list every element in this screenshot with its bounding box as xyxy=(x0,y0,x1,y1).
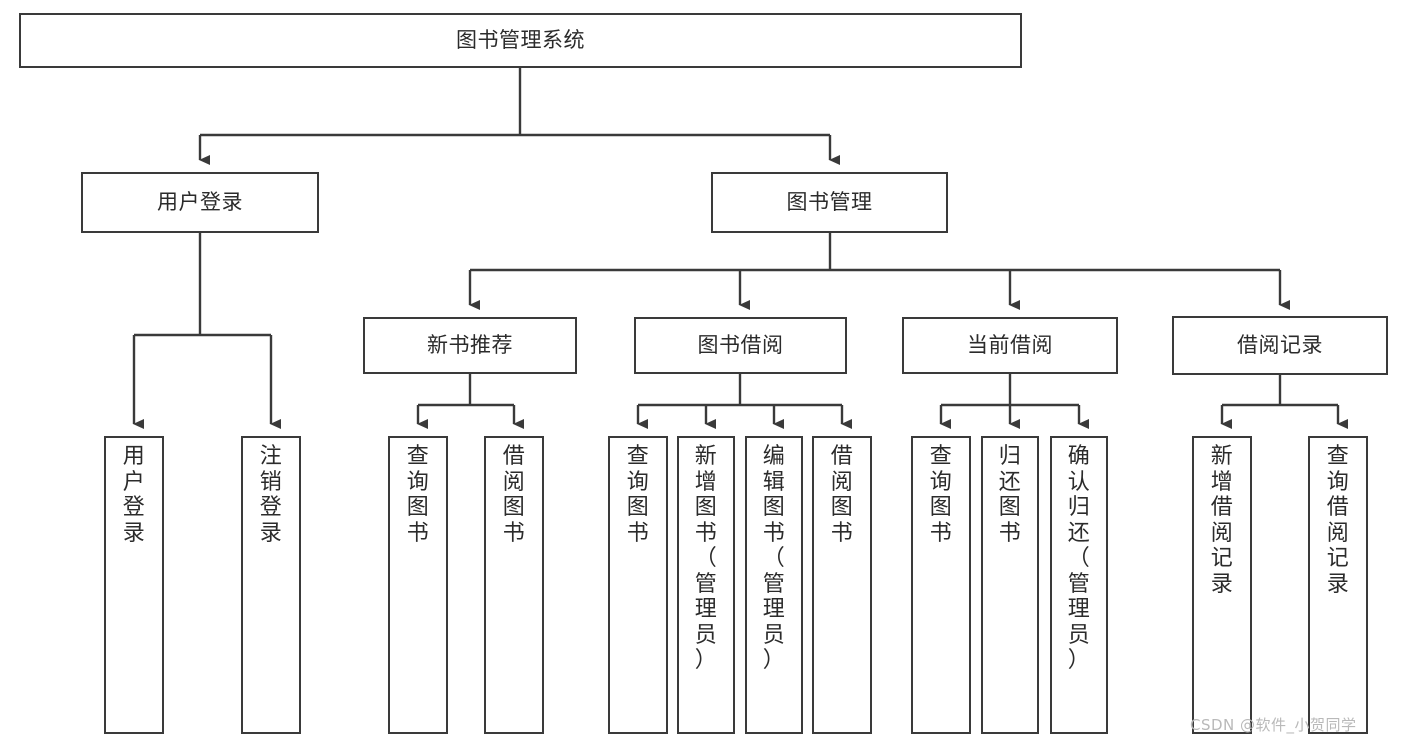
node-label: 新书推荐 xyxy=(427,332,513,357)
node-label: 图书管理系统 xyxy=(456,27,585,52)
leaf-borrow-book-borrow[interactable]: 借 阅 图 书 xyxy=(812,436,872,734)
leaf-confirm-return-admin[interactable]: 确 认 归 还 （ 管 理 员 ） xyxy=(1050,436,1108,734)
leaf-logout-login[interactable]: 注 销 登 录 xyxy=(241,436,301,734)
node-user-login[interactable]: 用户登录 xyxy=(81,172,319,233)
node-label: 新 增 图 书 （ 管 理 员 ） xyxy=(694,444,718,674)
node-new-book-recommend[interactable]: 新书推荐 xyxy=(363,317,577,374)
leaf-query-book-borrow[interactable]: 查 询 图 书 xyxy=(608,436,668,734)
node-current-borrow[interactable]: 当前借阅 xyxy=(902,317,1118,374)
node-label: 用 户 登 录 xyxy=(122,444,146,546)
leaf-edit-book-admin[interactable]: 编 辑 图 书 （ 管 理 员 ） xyxy=(745,436,803,734)
node-borrow-record[interactable]: 借阅记录 xyxy=(1172,316,1388,375)
node-label: 用户登录 xyxy=(157,189,243,214)
node-label: 查 询 图 书 xyxy=(406,444,430,546)
node-label: 注 销 登 录 xyxy=(259,444,283,546)
node-label: 图书借阅 xyxy=(697,332,784,357)
watermark-text: CSDN @软件_小贺同学 xyxy=(1190,716,1357,734)
leaf-query-book-current[interactable]: 查 询 图 书 xyxy=(911,436,971,734)
node-book-borrow[interactable]: 图书借阅 xyxy=(634,317,847,374)
node-label: 借 阅 图 书 xyxy=(830,444,854,546)
node-root-system[interactable]: 图书管理系统 xyxy=(19,13,1022,68)
node-label: 编 辑 图 书 （ 管 理 员 ） xyxy=(762,444,786,674)
leaf-return-book[interactable]: 归 还 图 书 xyxy=(981,436,1039,734)
node-label: 新 增 借 阅 记 录 xyxy=(1210,444,1234,597)
node-label: 当前借阅 xyxy=(967,332,1053,357)
leaf-query-borrow-record[interactable]: 查 询 借 阅 记 录 xyxy=(1308,436,1368,734)
leaf-add-book-admin[interactable]: 新 增 图 书 （ 管 理 员 ） xyxy=(677,436,735,734)
leaf-borrow-book-recommend[interactable]: 借 阅 图 书 xyxy=(484,436,544,734)
node-book-manage[interactable]: 图书管理 xyxy=(711,172,948,233)
node-label: 查 询 图 书 xyxy=(626,444,650,546)
leaf-query-book-recommend[interactable]: 查 询 图 书 xyxy=(388,436,448,734)
leaf-add-borrow-record[interactable]: 新 增 借 阅 记 录 xyxy=(1192,436,1252,734)
leaf-user-login[interactable]: 用 户 登 录 xyxy=(104,436,164,734)
node-label: 借阅记录 xyxy=(1237,332,1323,357)
node-label: 查 询 图 书 xyxy=(929,444,953,546)
node-label: 确 认 归 还 （ 管 理 员 ） xyxy=(1067,444,1091,674)
node-label: 查 询 借 阅 记 录 xyxy=(1326,444,1350,597)
node-label: 归 还 图 书 xyxy=(998,444,1022,546)
node-label: 借 阅 图 书 xyxy=(502,444,526,546)
node-label: 图书管理 xyxy=(786,189,873,214)
